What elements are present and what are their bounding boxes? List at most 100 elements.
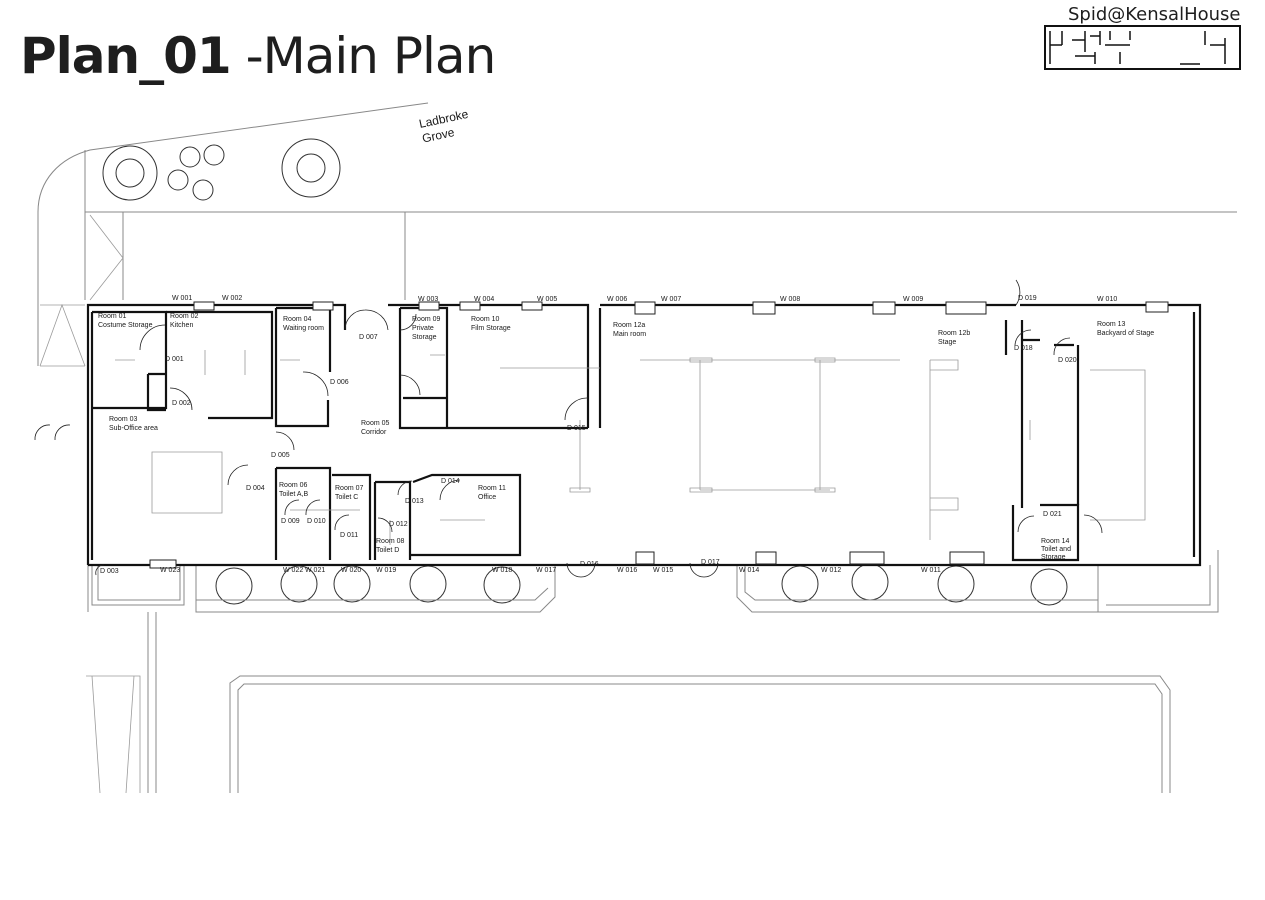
room-label: Room 11 (478, 485, 506, 492)
plan-number: Plan_01 (20, 27, 232, 85)
window-label: W 010 (1097, 296, 1117, 303)
door-swing (564, 397, 589, 421)
room-desc: Stage (938, 339, 956, 346)
window (849, 551, 885, 565)
window (193, 301, 215, 311)
room-desc: Costume Storage (98, 322, 153, 329)
window-label: W 020 (341, 567, 361, 574)
room-desc: Backyard of Stage (1097, 330, 1154, 337)
door-label: D 010 (307, 518, 326, 525)
tree (781, 565, 819, 603)
door-swing (344, 309, 389, 331)
door-label: D 012 (389, 521, 408, 528)
door-swing (95, 564, 105, 576)
door-labels: D 001 D 002 D 003 D 004 D 005 D 006 D 00… (100, 295, 1077, 575)
window-label: W 002 (222, 295, 242, 302)
door-swing (439, 479, 461, 501)
door-label: D 002 (172, 400, 191, 407)
door-swing (399, 313, 421, 396)
window-label: W 003 (418, 296, 438, 303)
door-label: D 016 (580, 561, 599, 568)
door-swing (566, 562, 596, 578)
window (418, 301, 440, 311)
tree (281, 138, 341, 198)
door-label: D 020 (1058, 357, 1077, 364)
windows-top: W 001 W 002 W 003 W 004 W 005 W 006 W 00… (172, 295, 1169, 315)
key-plan-thumbnail (1044, 25, 1241, 70)
building-walls (86, 303, 1202, 567)
room-desc: Toilet and (1041, 546, 1071, 553)
window-label: W 021 (305, 567, 325, 574)
tree (409, 565, 447, 603)
window-label: W 001 (172, 295, 192, 302)
window (949, 551, 985, 565)
door-swing (689, 562, 719, 578)
window-label: W 004 (474, 296, 494, 303)
door-label: D 011 (340, 532, 358, 539)
room-label: Room 12a (613, 322, 645, 329)
project-name: Spid@KensalHouse (1068, 4, 1241, 25)
door-label: D 015 (567, 425, 586, 432)
tree (851, 563, 889, 601)
room-label: Room 01 (98, 313, 127, 320)
window (752, 301, 776, 315)
door-swing (334, 514, 350, 531)
room-desc-2: Storage (1041, 554, 1066, 561)
door-swing (139, 324, 166, 351)
room-label: Room 02 (170, 313, 199, 320)
door-swing (1017, 515, 1035, 533)
room-label: Room 05 (361, 420, 390, 427)
room-label: Room 13 (1097, 321, 1126, 328)
room-label: Room 04 (283, 316, 312, 323)
window-label: W 012 (821, 567, 841, 574)
window (872, 301, 896, 315)
door-label: D 001 (165, 356, 184, 363)
room-desc: Corridor (361, 429, 387, 436)
door-label: D 017 (701, 559, 720, 566)
window-label: W 023 (160, 567, 180, 574)
shrub (179, 146, 201, 168)
windows-bottom: W 023 W 022 W 021 W 020 W 019 W 018 W 01… (149, 551, 985, 574)
shrub (203, 144, 225, 166)
door-swing (1053, 337, 1071, 356)
window-label: W 008 (780, 296, 800, 303)
room-label: Room 12b (938, 330, 970, 337)
room-desc: Toilet A,B (279, 491, 309, 498)
window-label: W 011 (921, 567, 941, 574)
room-labels: Room 01 Costume Storage Room 02 Kitchen … (98, 313, 1154, 561)
street-name-line2: Grove (421, 125, 456, 146)
window-label: W 019 (376, 567, 396, 574)
room-desc: Office (478, 494, 496, 501)
window-label: W 007 (661, 296, 681, 303)
door-label: D 006 (330, 379, 349, 386)
window-label: W 017 (536, 567, 556, 574)
window (634, 301, 656, 315)
window (755, 551, 777, 565)
window (945, 301, 987, 315)
door-swing (377, 517, 393, 533)
street-label: Ladbroke Grove (418, 107, 470, 146)
door-swing (1014, 329, 1032, 346)
room-desc: Sub-Office area (109, 425, 158, 432)
window-label: W 016 (617, 567, 637, 574)
tree (215, 567, 253, 605)
room-desc: Film Storage (471, 325, 511, 332)
room-desc: Waiting room (283, 325, 324, 332)
door-swing (275, 431, 295, 451)
door-swing (284, 499, 321, 516)
window (459, 301, 481, 311)
door-swing (302, 371, 329, 397)
site-context (37, 102, 1237, 367)
window-label: W 006 (607, 296, 627, 303)
door-swings (34, 279, 1103, 578)
window-label: W 022 (283, 567, 303, 574)
window-label: W 014 (739, 567, 759, 574)
door-swing (169, 387, 193, 411)
door-swing (397, 480, 413, 496)
room-label: Room 06 (279, 482, 308, 489)
door-label: D 013 (405, 498, 424, 505)
trees (102, 138, 1068, 606)
room-desc: Main room (613, 331, 646, 338)
room-label: Room 08 (376, 538, 405, 545)
door-label: D 004 (246, 485, 265, 492)
